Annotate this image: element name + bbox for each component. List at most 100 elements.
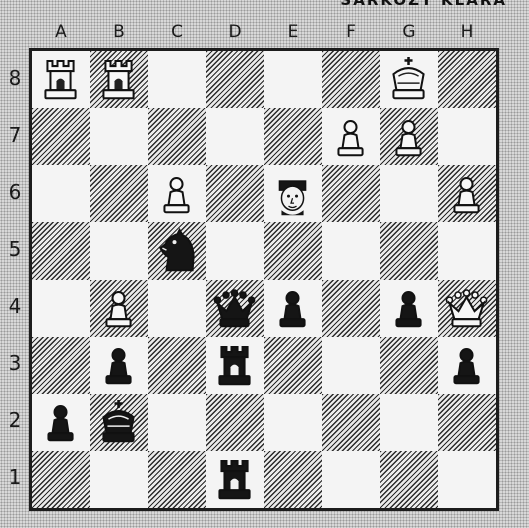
black-rook-icon[interactable] [206,451,264,508]
white-rook-icon[interactable] [32,51,90,108]
square-h3[interactable] [438,337,496,394]
square-d4[interactable] [206,280,264,337]
header-title: SARKOZY KLARA [340,0,507,9]
square-e6[interactable] [264,165,322,222]
square-h4[interactable] [438,280,496,337]
square-b2[interactable] [90,394,148,451]
file-label-a: A [51,22,71,42]
square-a6[interactable] [32,165,90,222]
rank-label-2: 2 [4,408,26,432]
white-pawn-icon[interactable] [380,108,438,165]
board-grid [32,51,496,508]
square-b6[interactable] [90,165,148,222]
black-pawn-icon[interactable] [380,280,438,337]
square-d2[interactable] [206,394,264,451]
square-a1[interactable] [32,451,90,508]
rank-label-6: 6 [4,180,26,204]
square-c4[interactable] [148,280,206,337]
file-label-h: H [457,22,477,42]
square-e8[interactable] [264,51,322,108]
square-d7[interactable] [206,108,264,165]
black-king-icon[interactable] [90,394,148,451]
square-b3[interactable] [90,337,148,394]
square-d6[interactable] [206,165,264,222]
square-b1[interactable] [90,451,148,508]
square-g4[interactable] [380,280,438,337]
black-queen-icon[interactable] [206,280,264,337]
square-e5[interactable] [264,222,322,279]
square-f2[interactable] [322,394,380,451]
square-a4[interactable] [32,280,90,337]
black-pawn-icon[interactable] [264,280,322,337]
square-f5[interactable] [322,222,380,279]
square-f1[interactable] [322,451,380,508]
black-pawn-icon[interactable] [90,337,148,394]
square-f4[interactable] [322,280,380,337]
rank-label-1: 1 [4,465,26,489]
square-b8[interactable] [90,51,148,108]
square-c5[interactable] [148,222,206,279]
rank-label-5: 5 [4,237,26,261]
square-b4[interactable] [90,280,148,337]
white-pawn-icon[interactable] [322,108,380,165]
file-label-b: B [109,22,129,42]
square-b5[interactable] [90,222,148,279]
square-b7[interactable] [90,108,148,165]
black-pawn-icon[interactable] [438,337,496,394]
square-f8[interactable] [322,51,380,108]
square-e4[interactable] [264,280,322,337]
square-e7[interactable] [264,108,322,165]
white-pawn-icon[interactable] [148,165,206,222]
black-rook-icon[interactable] [206,337,264,394]
square-h5[interactable] [438,222,496,279]
rank-label-4: 4 [4,294,26,318]
square-f6[interactable] [322,165,380,222]
square-d8[interactable] [206,51,264,108]
square-h8[interactable] [438,51,496,108]
square-d3[interactable] [206,337,264,394]
square-h6[interactable] [438,165,496,222]
square-f7[interactable] [322,108,380,165]
square-c7[interactable] [148,108,206,165]
square-c8[interactable] [148,51,206,108]
square-c6[interactable] [148,165,206,222]
square-g3[interactable] [380,337,438,394]
square-c2[interactable] [148,394,206,451]
square-a7[interactable] [32,108,90,165]
square-h1[interactable] [438,451,496,508]
file-label-f: F [341,22,361,42]
square-g1[interactable] [380,451,438,508]
chess-board [29,48,499,511]
square-e2[interactable] [264,394,322,451]
square-g8[interactable] [380,51,438,108]
white-queen-icon[interactable] [438,280,496,337]
square-c3[interactable] [148,337,206,394]
black-pawn-icon[interactable] [32,394,90,451]
square-a2[interactable] [32,394,90,451]
white-king-icon[interactable] [380,51,438,108]
white-rook-icon[interactable] [90,51,148,108]
square-a3[interactable] [32,337,90,394]
square-e3[interactable] [264,337,322,394]
white-pawn-icon[interactable] [90,280,148,337]
square-h7[interactable] [438,108,496,165]
square-h2[interactable] [438,394,496,451]
rank-label-7: 7 [4,123,26,147]
portrait-icon[interactable] [264,165,322,222]
square-f3[interactable] [322,337,380,394]
square-d1[interactable] [206,451,264,508]
square-a8[interactable] [32,51,90,108]
square-d5[interactable] [206,222,264,279]
square-c1[interactable] [148,451,206,508]
white-pawn-icon[interactable] [438,165,496,222]
file-label-d: D [225,22,245,42]
square-g2[interactable] [380,394,438,451]
square-g7[interactable] [380,108,438,165]
file-label-g: G [399,22,419,42]
square-a5[interactable] [32,222,90,279]
square-e1[interactable] [264,451,322,508]
square-g5[interactable] [380,222,438,279]
square-g6[interactable] [380,165,438,222]
black-knight-icon[interactable] [148,222,206,279]
file-label-e: E [283,22,303,42]
